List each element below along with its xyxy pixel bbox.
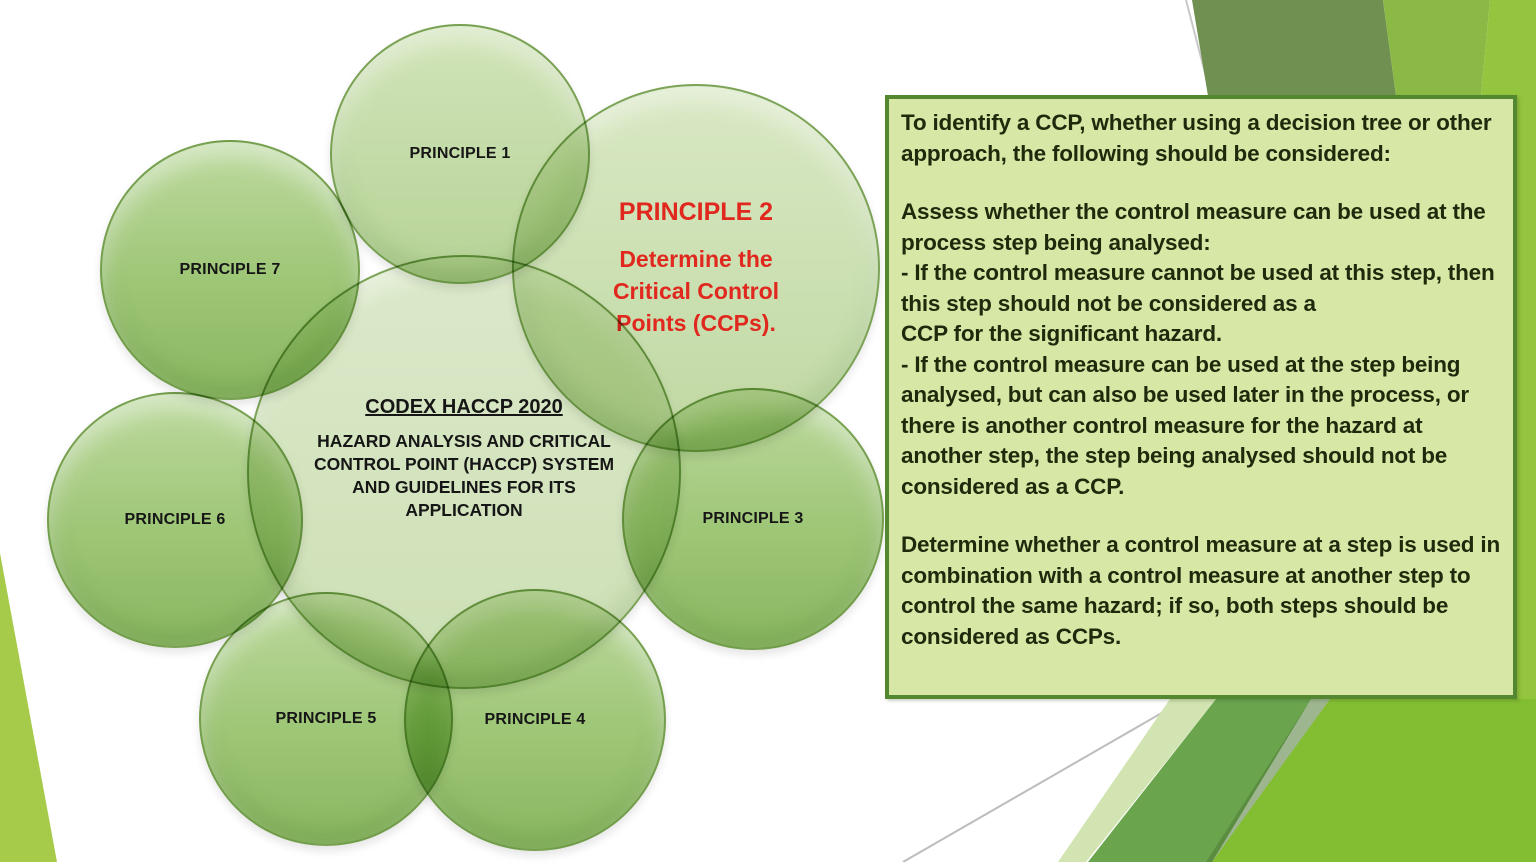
principle-7-label: PRINCIPLE 7 — [179, 261, 281, 278]
principle-4-label: PRINCIPLE 4 — [484, 711, 586, 728]
facet-right-edge-strip — [1517, 90, 1536, 705]
diagram-center-text: CODEX HACCP 2020 HAZARD ANALYSIS AND CRI… — [268, 396, 660, 522]
textbox-paragraph: Determine whether a control measure at a… — [901, 532, 1500, 649]
facet-top-right-sage — [1192, 0, 1396, 96]
textbox-paragraph: Assess whether the control measure can b… — [901, 199, 1495, 499]
facet-left-sliver — [0, 553, 57, 862]
principle-7-circle: PRINCIPLE 7 — [100, 140, 360, 400]
principle-2-description: Determine the Critical Control Points (C… — [612, 245, 780, 336]
facet-bottom-right-pale — [1058, 699, 1216, 862]
facet-bottom-right-medium — [1088, 699, 1311, 862]
facet-top-right-lime-mid — [1383, 0, 1490, 96]
principle-3-label: PRINCIPLE 3 — [702, 510, 804, 527]
principle-1-label: PRINCIPLE 1 — [409, 145, 511, 162]
principle-6-label: PRINCIPLE 6 — [124, 511, 226, 528]
facet-bottom-right-lime — [1212, 699, 1536, 862]
textbox-paragraph: To identify a CCP, whether using a decis… — [901, 110, 1492, 166]
ccp-identification-textbox: To identify a CCP, whether using a decis… — [885, 95, 1517, 699]
facet-bottom-right-seam — [1206, 699, 1330, 862]
principle-2-title: PRINCIPLE 2 — [618, 197, 774, 226]
facet-bottom-divider-line — [902, 698, 1187, 862]
facet-top-right-lime-bright — [1481, 0, 1536, 96]
principle-5-label: PRINCIPLE 5 — [275, 710, 377, 727]
diagram-center-subtitle: HAZARD ANALYSIS AND CRITICAL CONTROL POI… — [313, 431, 615, 520]
principle-2-circle: PRINCIPLE 2 Determine the Critical Contr… — [512, 84, 880, 452]
diagram-center-title: CODEX HACCP 2020 — [365, 396, 563, 418]
